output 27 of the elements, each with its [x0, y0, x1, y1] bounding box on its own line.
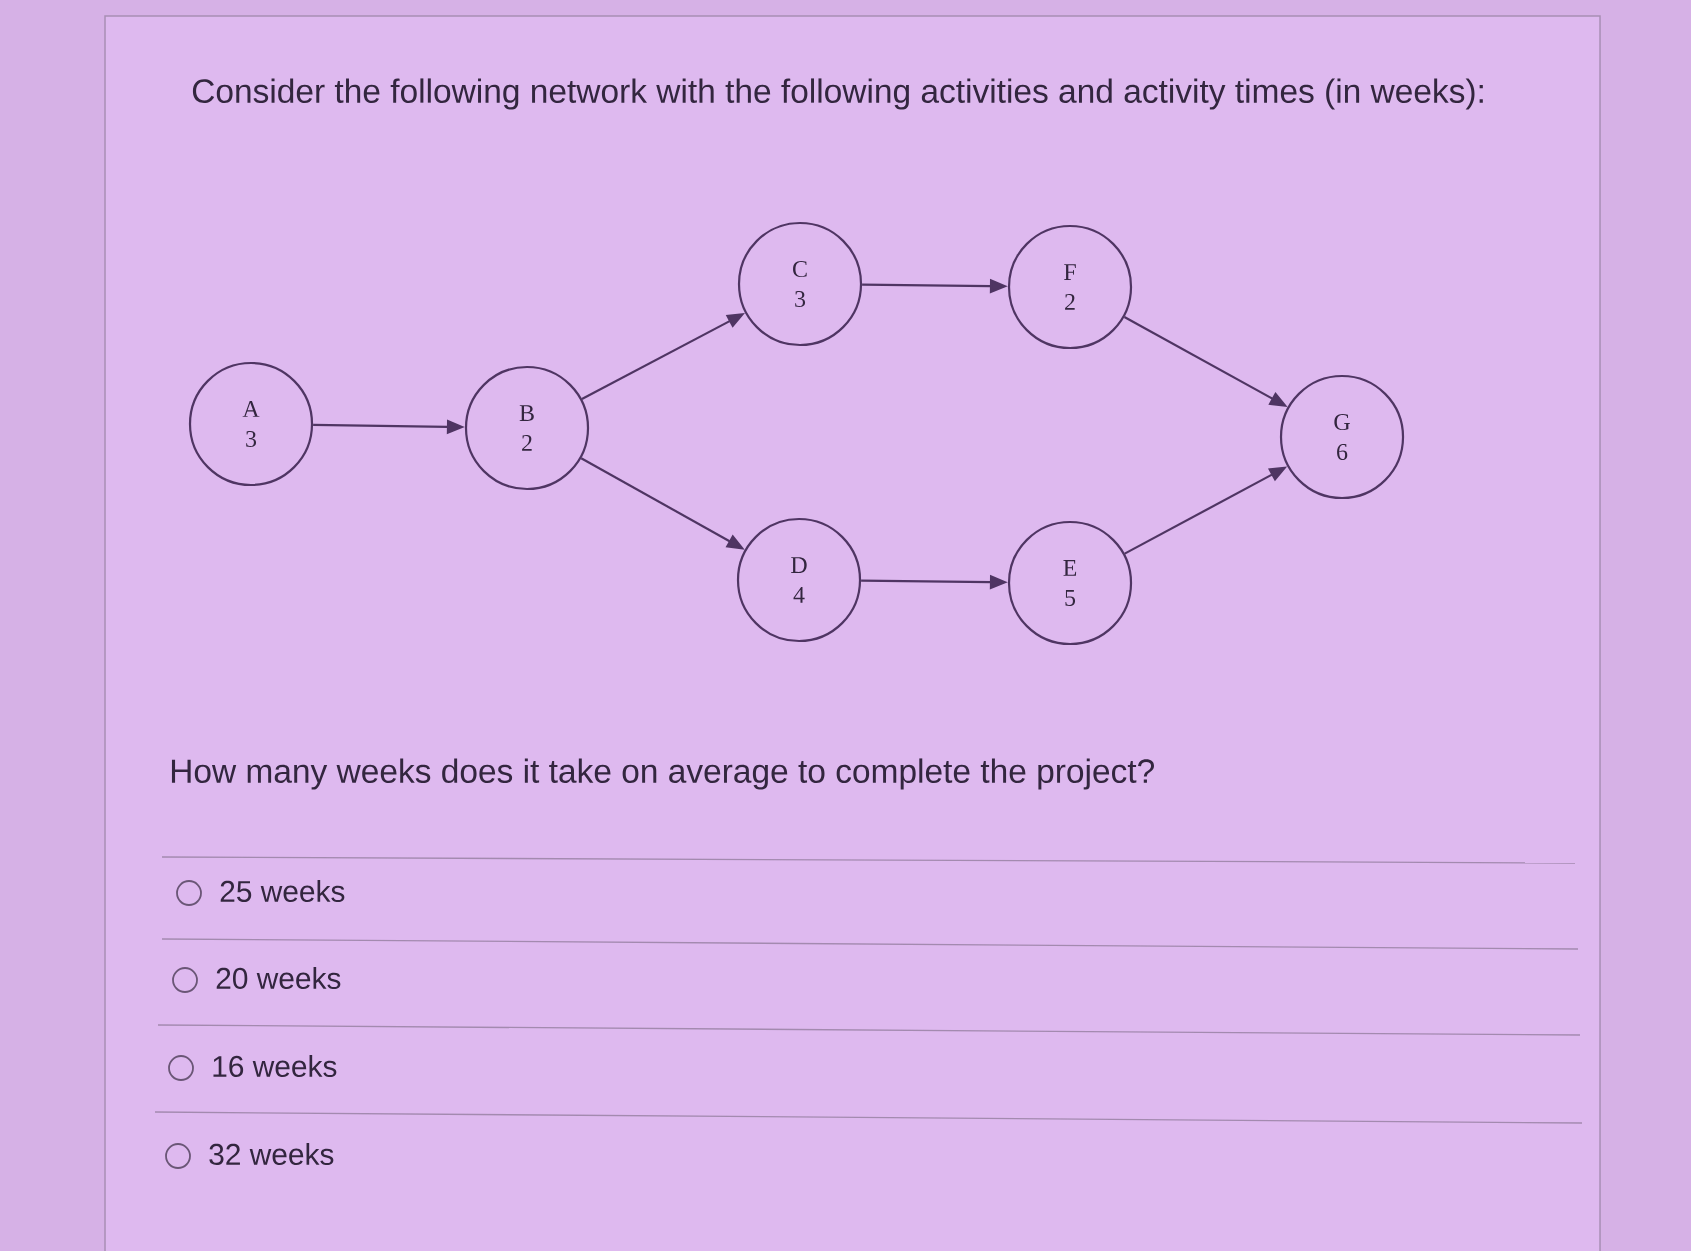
activity-circle [1279, 374, 1405, 500]
activity-letter: E [1063, 560, 1077, 576]
activity-letter: G [1334, 414, 1350, 431]
activity-duration: 3 [246, 430, 257, 447]
answer-option: 32 weeks [209, 1143, 334, 1165]
activity-duration: 5 [1065, 590, 1076, 606]
question-text: Consider the following network with the following activities and activity times (in weeks): [192, 78, 1483, 110]
activity-letter: F [1064, 264, 1076, 280]
activity-circle [1007, 520, 1133, 646]
question-text: How many weeks does it take on average to complete the project? [171, 758, 1154, 790]
activity-circle [1007, 224, 1133, 350]
activity-letter: B [519, 405, 534, 421]
activity-duration: 4 [793, 587, 805, 603]
activity-duration: 2 [522, 434, 532, 451]
activity-letter: D [791, 557, 807, 573]
activity-letter: A [242, 401, 260, 417]
activity-circle [188, 361, 314, 487]
answer-option: 25 weeks [220, 880, 345, 902]
activity-duration: 6 [1337, 443, 1348, 460]
activity-circle [464, 365, 590, 491]
answer-option: 20 weeks [216, 967, 341, 989]
answer-option: 16 weeks [213, 1055, 337, 1077]
activity-duration: 2 [1065, 293, 1075, 310]
activity-circle [737, 221, 863, 347]
activity-duration: 3 [795, 290, 806, 307]
activity-letter: C [793, 261, 807, 278]
activity-circle [736, 517, 862, 643]
